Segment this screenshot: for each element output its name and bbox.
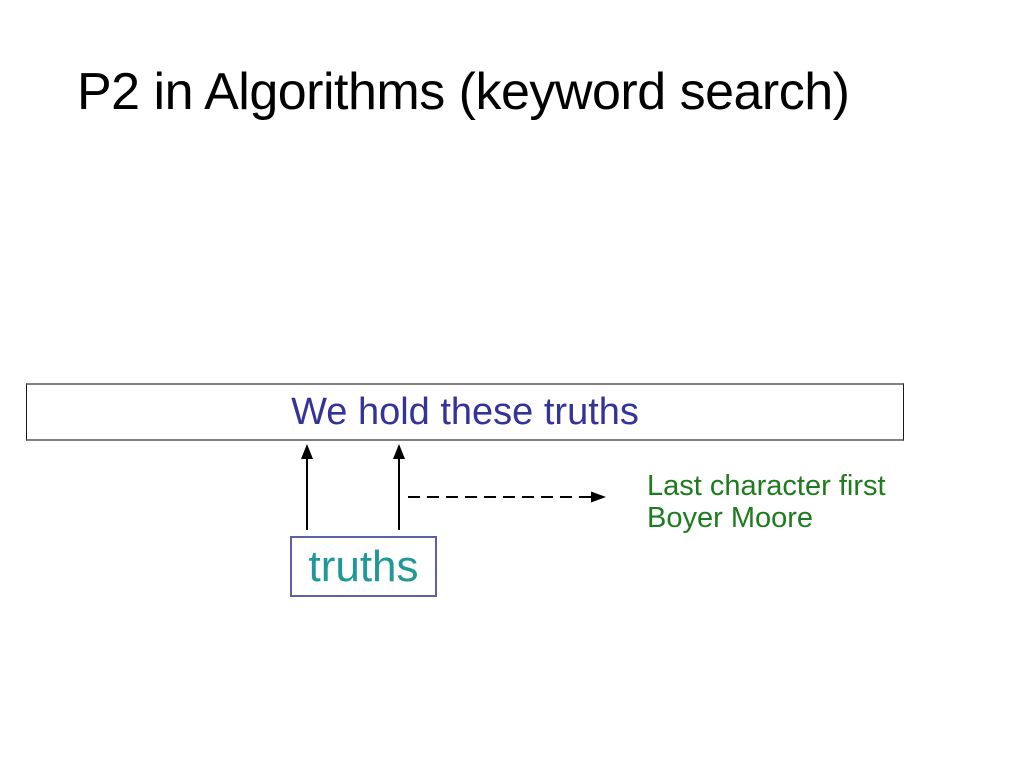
- keyword-text: truths: [308, 541, 419, 591]
- keyword-box: truths: [290, 536, 437, 597]
- annotation-line-1: Last character first: [647, 470, 886, 502]
- sentence-text: We hold these truths: [291, 390, 639, 433]
- sentence-box: We hold these truths: [26, 383, 904, 441]
- up-arrow-right-icon: [393, 444, 405, 530]
- up-arrow-left-icon: [301, 444, 313, 530]
- annotation: Last character first Boyer Moore: [647, 470, 886, 534]
- slide-title: P2 in Algorithms (keyword search): [77, 63, 850, 121]
- annotation-line-2: Boyer Moore: [647, 502, 814, 534]
- dashed-right-arrow-icon: [408, 491, 606, 503]
